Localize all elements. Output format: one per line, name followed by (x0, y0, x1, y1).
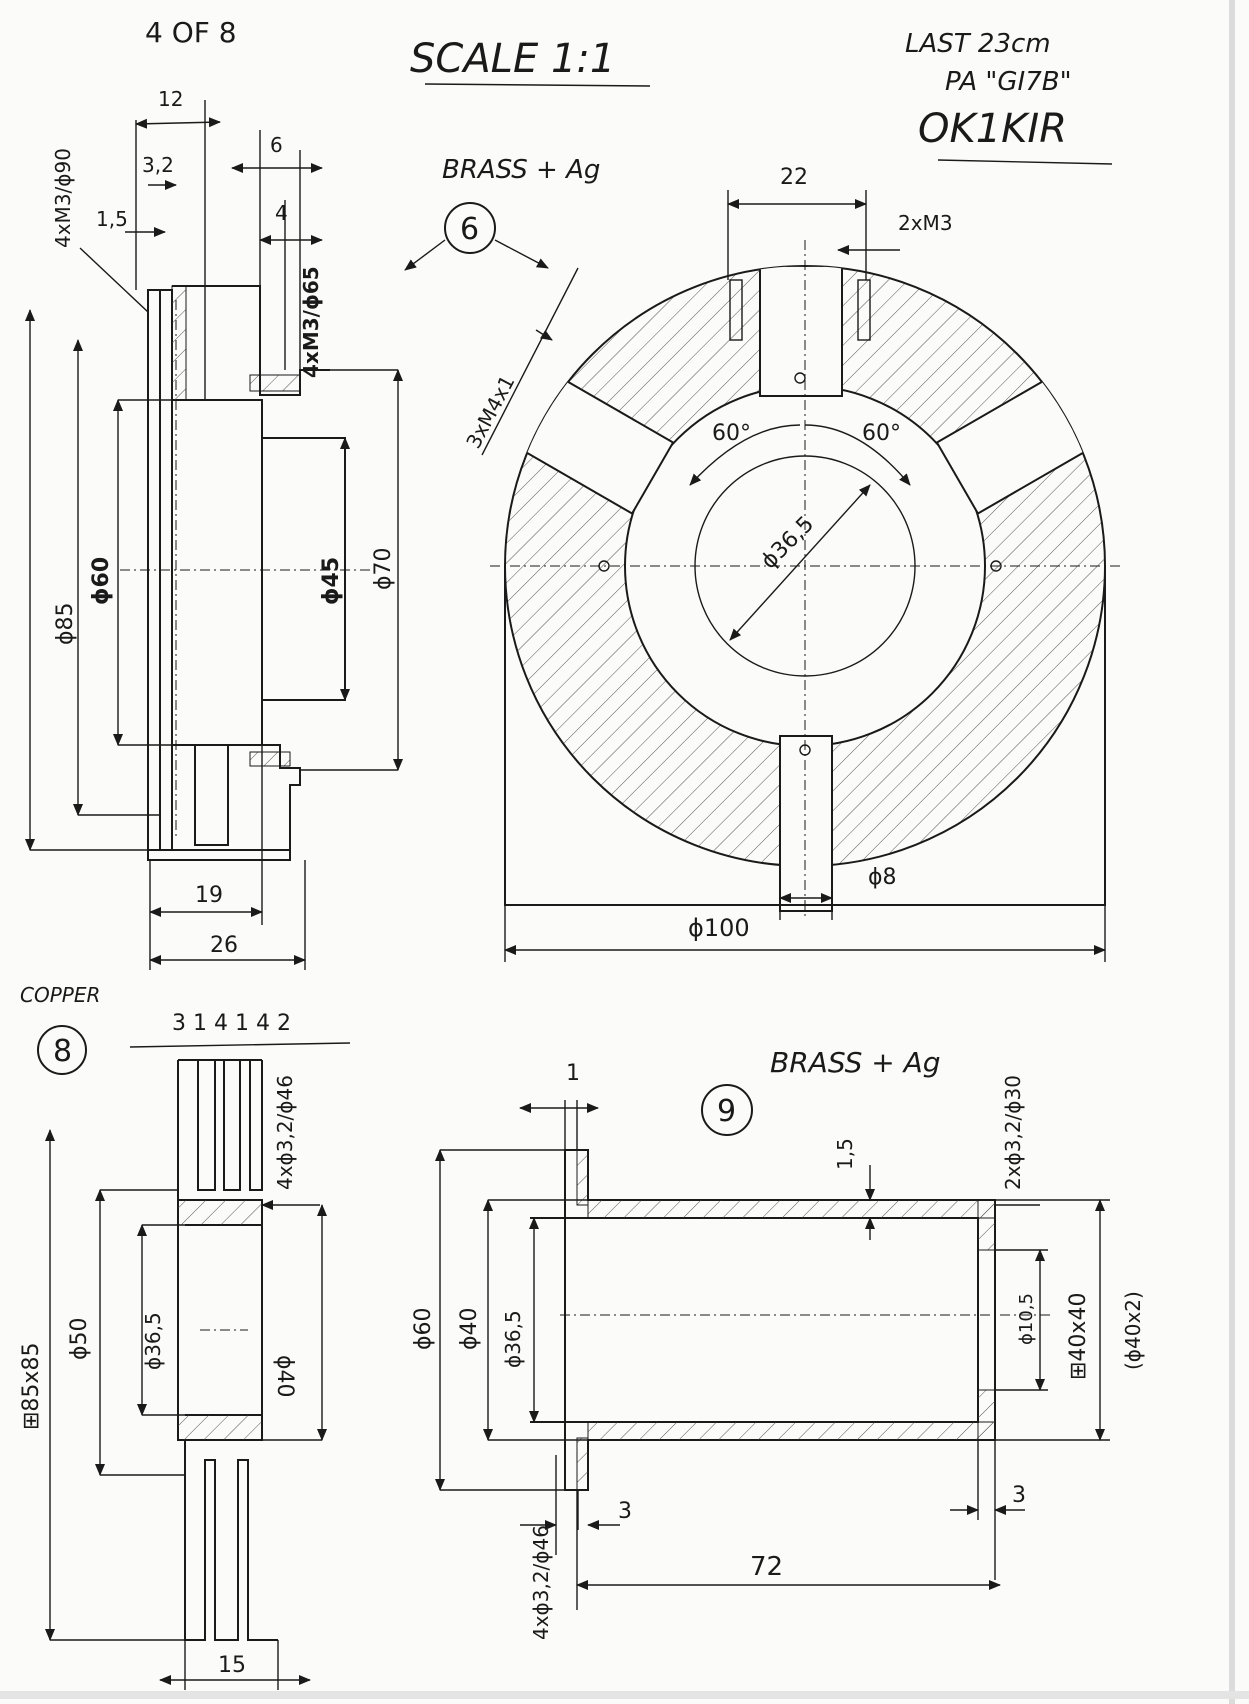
callsign-underline (937, 159, 1113, 165)
dia-100: ϕ100 (688, 914, 750, 942)
holes-4xm3-65: 4xM3/ϕ65 (299, 266, 323, 378)
dim-4: 4 (275, 201, 288, 225)
dim-3-left: 3 (618, 1499, 632, 1524)
scale-underline (424, 83, 651, 87)
part8-number-circle (37, 1025, 87, 1075)
part6-number: 6 (460, 212, 479, 247)
dia-36-5-part9: ϕ36,5 (501, 1310, 525, 1368)
holes-4xm3-90: 4xM3/ϕ90 (51, 148, 75, 248)
dim-22: 22 (780, 165, 808, 190)
dim-12: 12 (158, 87, 183, 111)
part8-number: 8 (53, 1034, 72, 1069)
dim-3-right: 3 (1012, 1483, 1026, 1508)
dia-10-5: ϕ10,5 (1016, 1293, 1037, 1345)
dia-40-part8: ϕ40 (272, 1355, 297, 1398)
square-40x40: ⊞40x40 (1066, 1293, 1091, 1380)
part8-view: COPPER 8 3 1 4 1 4 2 4xϕ3,2/ϕ46 ⊞85x85 ϕ… (19, 983, 351, 1690)
square-85x85: ⊞85x85 (19, 1343, 44, 1430)
fin-dims: 3 1 4 1 4 2 (172, 1011, 291, 1036)
callsign-label: OK1KIR (918, 106, 1067, 152)
dia-85: ϕ85 (53, 602, 78, 645)
dim-1-5: 1,5 (96, 207, 128, 231)
holes-4x3-2-46-part9: 4xϕ3,2/ϕ46 (529, 1525, 553, 1640)
scale-label: SCALE 1:1 (410, 36, 615, 82)
dim-1-5-part9: 1,5 (833, 1138, 857, 1170)
part9-material: BRASS + Ag (770, 1046, 941, 1079)
holes-4x3-2-46: 4xϕ3,2/ϕ46 (273, 1075, 297, 1190)
dia-40-part9: ϕ40 (457, 1307, 482, 1350)
dia-50: ϕ50 (67, 1317, 92, 1360)
part8-material: COPPER (20, 983, 100, 1007)
dim-26: 26 (210, 933, 238, 958)
part6-material: BRASS + Ag (442, 155, 600, 185)
part6-side-view: 12 3,2 1,5 6 4 4xM3/ϕ90 4xM3/ϕ65 ϕ85 ϕ60… (25, 87, 403, 970)
band-label: LAST 23cm (905, 29, 1051, 59)
part6-front-view: BRASS + Ag 6 22 2x (404, 155, 1120, 962)
amplifier-label: PA "GI7B" (945, 67, 1072, 97)
angle-60-right: 60° (862, 421, 901, 446)
dim-15: 15 (218, 1653, 246, 1678)
square-40x2: (ϕ40x2) (1121, 1291, 1145, 1370)
dia-45: ϕ45 (319, 557, 344, 605)
dia-60-part9: ϕ60 (411, 1307, 436, 1350)
dim-3-2: 3,2 (142, 153, 174, 177)
holes-2x3-2-30: 2xϕ3,2/ϕ30 (1001, 1075, 1025, 1190)
slot-holes-2xm3: 2xM3 (898, 211, 953, 235)
dim-6: 6 (270, 133, 283, 157)
part9-number-circle (701, 1084, 753, 1136)
dim-1: 1 (566, 1061, 580, 1086)
angle-60-left: 60° (712, 421, 751, 446)
dia-60: ϕ60 (89, 557, 114, 605)
part9-number: 9 (717, 1094, 736, 1129)
dia-70: ϕ70 (371, 547, 396, 590)
dia-36-5-part8: ϕ36,5 (141, 1312, 165, 1370)
part6-number-circle (444, 202, 496, 254)
part9-view: BRASS + Ag 9 1 1,5 2xϕ3,2/ϕ30 ϕ60 (411, 1046, 1145, 1640)
dia-8: ϕ8 (868, 865, 897, 890)
dim-19: 19 (195, 883, 223, 908)
sheet-number: 4 OF 8 (145, 16, 237, 49)
dim-72: 72 (750, 1552, 783, 1582)
